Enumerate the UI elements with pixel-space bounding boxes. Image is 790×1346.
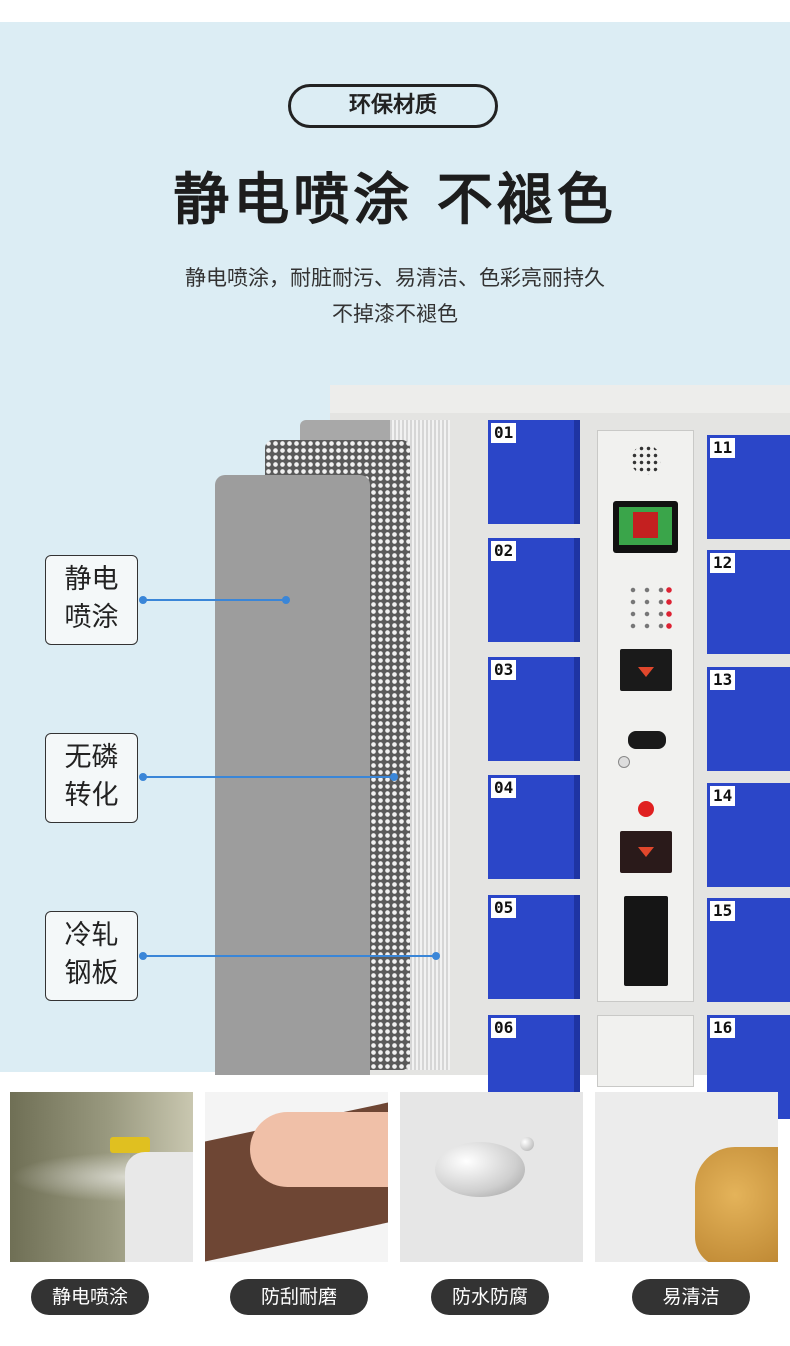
callout-text: 静电: [64, 564, 119, 595]
control-panel: [597, 430, 694, 1002]
feature-badge: 防水防腐: [431, 1279, 549, 1315]
callout-line: [142, 776, 395, 778]
door-number: 14: [710, 786, 736, 806]
callout-line: [142, 599, 285, 601]
callout-cold-rolled-steel: 冷轧 钢板: [45, 911, 138, 1001]
cabinet-top: [330, 385, 790, 413]
door-number: 13: [710, 670, 736, 690]
locker-door: 11: [707, 435, 790, 539]
door-number: 16: [710, 1018, 736, 1038]
locker-door: 12: [707, 550, 790, 654]
callout-text: 无磷: [64, 742, 119, 773]
feature-badge: 防刮耐磨: [230, 1279, 368, 1315]
callout-text: 冷轧: [64, 920, 119, 951]
callout-text: 喷涂: [64, 602, 119, 633]
door-number: 06: [491, 1018, 517, 1038]
door-number: 15: [710, 901, 736, 921]
door-number: 04: [491, 778, 517, 798]
callout-dot: [139, 773, 147, 781]
callout-text: 钢板: [64, 958, 119, 989]
locker-door: 15: [707, 898, 790, 1002]
powder-coat-layer: [215, 475, 370, 1075]
door-number: 02: [491, 541, 517, 561]
instruction-sign: [620, 831, 672, 873]
callout-line: [142, 955, 437, 957]
subtitle-line-1: 静电喷涂，耐脏耐污、易清洁、色彩亮丽持久: [185, 266, 605, 290]
cleaning-cloth-icon: [595, 1092, 778, 1262]
locker-door: 02: [488, 538, 580, 642]
locker-door: 03: [488, 657, 580, 761]
callout-powder-coating: 静电 喷涂: [45, 555, 138, 645]
emergency-button-icon: [638, 801, 654, 817]
keyhole-icon: [618, 756, 630, 768]
touch-screen: [613, 501, 678, 553]
locker-door: 13: [707, 667, 790, 771]
callout-dot: [139, 952, 147, 960]
door-number: 11: [710, 438, 736, 458]
speaker-grille-icon: [631, 445, 661, 475]
usage-notice: [624, 896, 668, 986]
door-number: 12: [710, 553, 736, 573]
feature-badge: 静电喷涂: [31, 1279, 149, 1315]
subtitle-line-2: 不掉漆不褪色: [332, 302, 458, 326]
callout-phosphate-free: 无磷 转化: [45, 733, 138, 823]
feature-badge: 易清洁: [632, 1279, 750, 1315]
locker-door: 14: [707, 783, 790, 887]
emergency-label: [628, 731, 666, 749]
keypad-icon: [626, 584, 672, 632]
callout-dot: [390, 773, 398, 781]
callout-dot: [139, 596, 147, 604]
sandpaper-icon: [205, 1092, 388, 1262]
door-number: 01: [491, 423, 517, 443]
callout-text: 转化: [64, 780, 119, 811]
instruction-sign: [620, 649, 672, 691]
door-number: 03: [491, 660, 517, 680]
callout-dot: [432, 952, 440, 960]
water-drop-icon: [400, 1092, 583, 1262]
locker-door: 01: [488, 420, 580, 524]
spray-gun-icon: [10, 1092, 193, 1262]
material-pill-label: 环保材质: [288, 84, 498, 128]
page-title: 静电喷涂 不褪色: [173, 168, 617, 233]
callout-dot: [282, 596, 290, 604]
door-number: 05: [491, 898, 517, 918]
locker-door: 05: [488, 895, 580, 999]
lower-panel: [597, 1015, 694, 1087]
locker-door: 04: [488, 775, 580, 879]
